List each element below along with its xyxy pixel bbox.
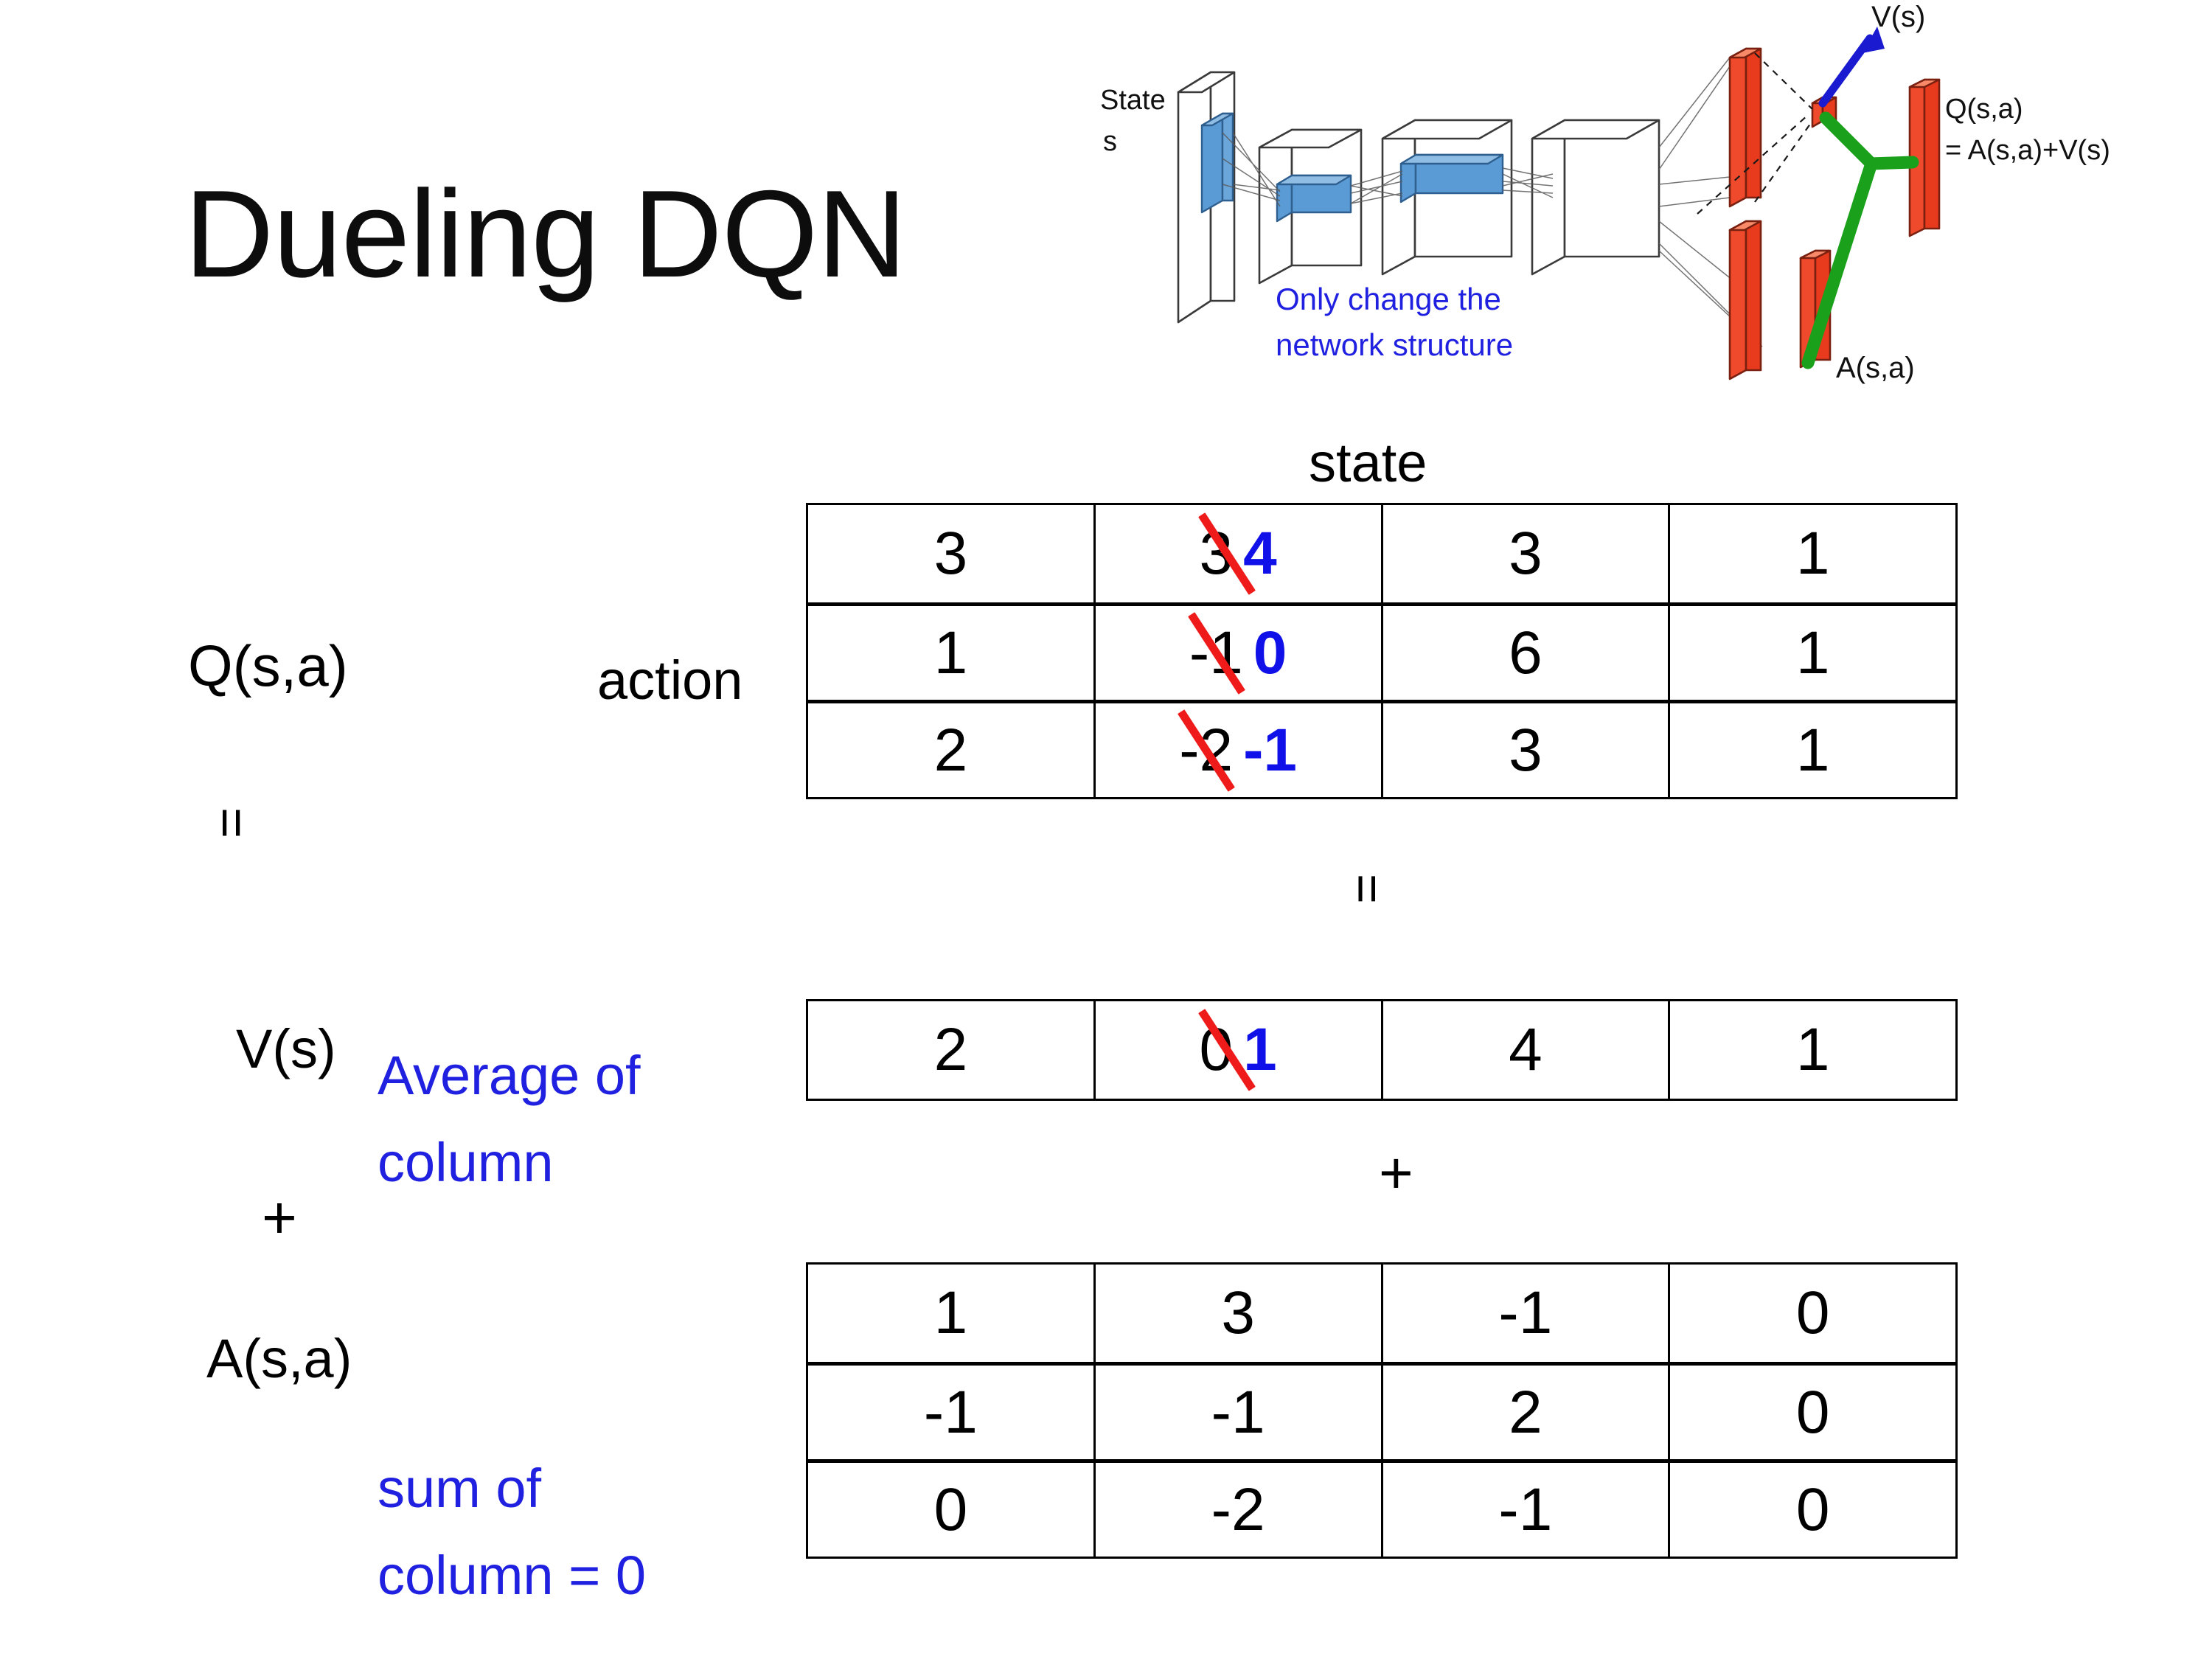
table-cell: -10 xyxy=(1093,606,1381,700)
advantage-function-label: A(s,a) xyxy=(206,1328,352,1389)
equals-sign-top: = xyxy=(202,807,261,839)
new-value: 0 xyxy=(1253,619,1287,686)
state-axis-label: state xyxy=(1309,432,1427,493)
table-cell: 3 xyxy=(1380,703,1669,797)
table-cell: 1 xyxy=(1668,1001,1955,1099)
table-cell: 2 xyxy=(1380,1366,1669,1459)
dueling-network-diagram: State s V(s) A(s,a) Q(s,a) = A(s,a)+V(s)… xyxy=(1099,0,2212,413)
struck-old-value: 3 xyxy=(1197,512,1256,595)
value-function-label: V(s) xyxy=(236,1018,336,1079)
table-cell: 2 xyxy=(933,716,968,784)
value-output-label: V(s) xyxy=(1871,1,1925,33)
table-cell: 4 xyxy=(1380,1001,1669,1099)
plus-sign-middle: + xyxy=(1379,1140,1413,1206)
struck-old-value: -2 xyxy=(1178,709,1236,792)
table-cell: 3 xyxy=(1093,1265,1381,1362)
table-cell: 0 xyxy=(1668,1463,1955,1557)
table-cell: 1 xyxy=(1668,505,1955,602)
new-value: -1 xyxy=(1243,716,1298,784)
table-cell: -1 xyxy=(1380,1463,1669,1557)
sum-of-column-note: sum of column = 0 xyxy=(378,1445,646,1619)
table-cell: -1 xyxy=(923,1378,978,1446)
new-value: 4 xyxy=(1243,520,1277,587)
table-cell: -1 xyxy=(1380,1265,1669,1362)
advantage-output-label: A(s,a) xyxy=(1836,352,1915,384)
new-value: 1 xyxy=(1243,1016,1277,1083)
sum-note-line1: sum of xyxy=(378,1458,542,1519)
sum-note-line2: column = 0 xyxy=(378,1545,647,1606)
action-axis-label: action xyxy=(597,650,743,711)
note-line2: network structure xyxy=(1276,327,1513,362)
table-cell: 0 xyxy=(1668,1366,1955,1459)
average-note-line1: Average of xyxy=(378,1045,641,1106)
equals-sign-middle: = xyxy=(1339,874,1397,904)
q-function-label: Q(s,a) xyxy=(188,633,348,698)
table-cell: 3 xyxy=(1380,505,1669,602)
table-cell: 1 xyxy=(933,1279,968,1346)
average-note-line2: column xyxy=(378,1132,554,1193)
struck-old-value: -1 xyxy=(1187,611,1245,695)
average-of-column-note: Average of column xyxy=(378,1032,641,1206)
state-label-line2: s xyxy=(1103,126,1117,157)
table-cell: -2 xyxy=(1093,1463,1381,1557)
q-output-label-line2: = A(s,a)+V(s) xyxy=(1945,135,2110,166)
table-cell: -2-1 xyxy=(1093,703,1381,797)
value-arrow xyxy=(1818,27,1885,108)
page-title: Dueling DQN xyxy=(184,164,907,303)
table-cell: 1 xyxy=(933,619,968,686)
table-cell: 1 xyxy=(1668,703,1955,797)
table-cell: 2 xyxy=(933,1016,968,1083)
state-label-line1: State xyxy=(1100,85,1166,116)
table-cell: 1 xyxy=(1668,606,1955,700)
table-row: 2-2-131 xyxy=(808,700,1955,797)
q-output-label-line1: Q(s,a) xyxy=(1945,94,2023,125)
table-cell: 0 xyxy=(1668,1265,1955,1362)
table-cell: 6 xyxy=(1380,606,1669,700)
plus-sign-left: + xyxy=(262,1184,297,1251)
table-cell: 3 xyxy=(933,520,968,587)
struck-old-value: 0 xyxy=(1197,1009,1256,1091)
table-cell: -1 xyxy=(1093,1366,1381,1459)
table-cell: 0 xyxy=(933,1475,968,1543)
note-line1: Only change the xyxy=(1276,282,1501,316)
